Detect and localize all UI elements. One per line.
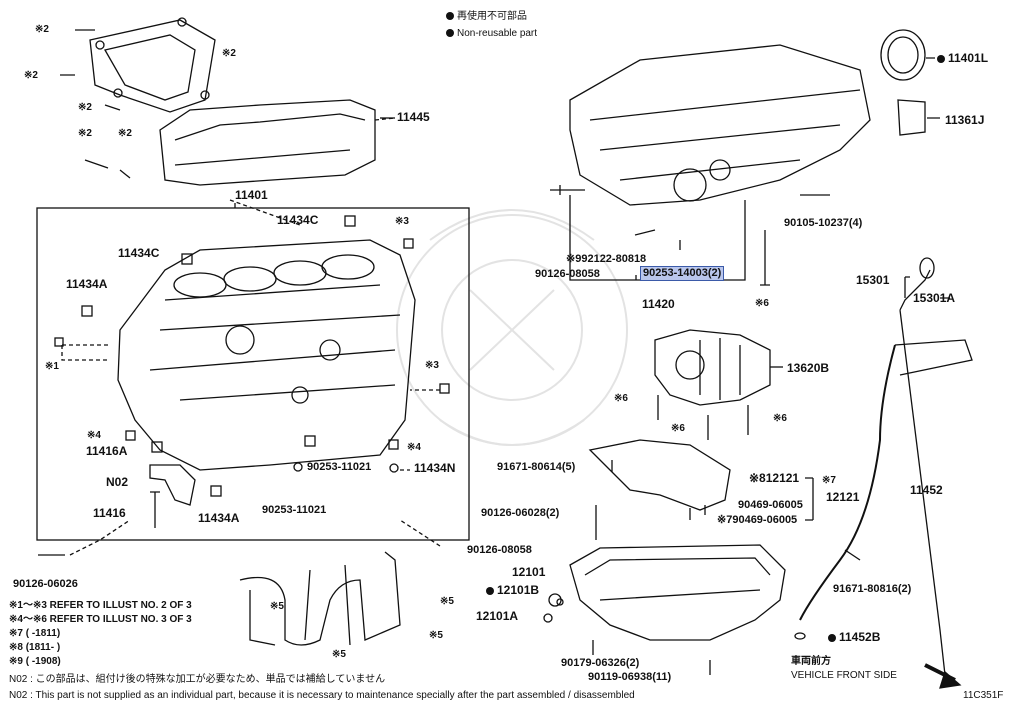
watermark-emblem <box>396 209 628 446</box>
non-reusable-dot-icon <box>828 634 836 642</box>
oil-tube-assembly <box>239 551 401 646</box>
part-label[interactable]: 11416A <box>86 444 128 458</box>
ref-mark: ※4 <box>407 442 421 453</box>
ref-mark: ※2 <box>78 102 92 113</box>
part-label[interactable]: ※812121 <box>749 471 800 485</box>
non-reusable-dot-icon <box>486 587 494 595</box>
ref-mark: ※3 <box>425 360 439 371</box>
ref-note: ※1～※3 REFER TO ILLUST NO. 2 OF 3 <box>9 600 192 611</box>
part-label[interactable]: 11401 <box>235 188 268 202</box>
dipstick-guide <box>799 344 896 621</box>
ref-mark: ※2 <box>118 128 132 139</box>
direction-jp: 車両前方 <box>791 656 831 667</box>
gasket-cover <box>89 19 216 113</box>
ref-mark: ※4 <box>87 430 101 441</box>
ref-mark: ※2 <box>78 128 92 139</box>
footnote-jp: N02 : この部品は、組付け後の特殊な加工が必要なため、単品では補給していませ… <box>9 674 386 685</box>
part-label[interactable]: 90126-06026 <box>13 578 78 590</box>
part-label[interactable]: 11361J <box>945 113 985 127</box>
illustration-code: 11C351F <box>963 690 1004 701</box>
ref-mark: ※5 <box>429 630 443 641</box>
ref-mark: ※1 <box>45 361 59 372</box>
ref-mark: ※3 <box>395 216 409 227</box>
ref-note: ※7 ( -1811) <box>9 628 61 639</box>
ref-mark: ※2 <box>35 24 49 35</box>
oil-seal <box>880 29 926 81</box>
ref-mark: ※5 <box>270 601 284 612</box>
part-label[interactable]: 15301A <box>913 291 956 305</box>
water-jacket-spacer <box>159 99 376 186</box>
part-label[interactable]: 90179-06326(2) <box>561 657 640 669</box>
ref-note: ※4～※6 REFER TO ILLUST NO. 3 OF 3 <box>9 614 192 625</box>
part-label[interactable]: 12121 <box>826 490 860 504</box>
n02-bracket <box>149 464 196 506</box>
part-label-group[interactable]: 11452B <box>828 630 880 644</box>
ref-mark: ※2 <box>222 48 236 59</box>
legend-en: Non-reusable part <box>446 28 537 40</box>
part-label[interactable]: 12101A <box>476 609 519 623</box>
ref-mark: ※6 <box>614 393 628 404</box>
non-reusable-dot-icon <box>446 29 454 37</box>
ref-note: ※9 ( -1908) <box>9 656 61 667</box>
part-label[interactable]: 11445 <box>397 110 430 124</box>
part-label[interactable]: 15301 <box>856 273 890 287</box>
ref-mark: ※6 <box>773 413 787 424</box>
part-label[interactable]: 90126-06028(2) <box>481 507 560 519</box>
part-label[interactable]: 13620B <box>787 361 830 375</box>
part-label[interactable]: 11452B <box>839 630 881 644</box>
ref-mark: ※7 <box>822 475 836 486</box>
part-label-highlighted[interactable]: 90253-14003(2) <box>640 266 725 281</box>
legend-jp-text: 再使用不可部品 <box>457 11 527 22</box>
non-reusable-dot-icon <box>446 12 454 20</box>
part-label[interactable]: 12101B <box>497 583 540 597</box>
part-label[interactable]: 11420 <box>642 297 675 311</box>
part-label[interactable]: 91671-80614(5) <box>497 461 576 473</box>
direction-en: VEHICLE FRONT SIDE <box>791 670 897 681</box>
part-label[interactable]: 90105-10237(4) <box>784 217 863 229</box>
non-reusable-dot-icon <box>937 55 945 63</box>
ref-mark: ※5 <box>440 596 454 607</box>
part-label[interactable]: 90253-11021 <box>307 461 372 473</box>
block-frame <box>36 207 470 541</box>
cylinder-block <box>117 239 416 471</box>
ref-mark: ※2 <box>24 70 38 81</box>
part-label[interactable]: 11434A <box>66 277 108 291</box>
ladder-frame <box>569 44 871 206</box>
part-label[interactable]: 90126-08058 <box>467 544 532 556</box>
part-label[interactable]: ※992122-80818 <box>566 253 647 265</box>
ref-mark: ※6 <box>755 298 769 309</box>
part-label[interactable]: 90253-11021 <box>262 504 327 516</box>
footnote-en: N02 : This part is not supplied as an in… <box>9 690 635 701</box>
oil-pump <box>654 329 771 406</box>
part-label[interactable]: 11434C <box>277 213 319 227</box>
dipstick <box>899 269 946 676</box>
ref-mark: ※5 <box>332 649 346 660</box>
part-label[interactable]: 11401L <box>948 51 989 65</box>
part-label[interactable]: 12101 <box>512 565 546 579</box>
part-label-group[interactable]: 11401L <box>937 51 988 65</box>
part-label[interactable]: 11452 <box>910 483 943 497</box>
legend-jp: 再使用不可部品 <box>446 11 527 23</box>
part-label[interactable]: 11434C <box>118 246 160 260</box>
part-label[interactable]: ※790469-06005 <box>717 514 798 526</box>
baffle-plate <box>588 439 731 511</box>
ref-note: ※8 (1811- ) <box>9 642 61 653</box>
part-label[interactable]: 90469-06005 <box>738 499 803 511</box>
part-label[interactable]: 91671-80816(2) <box>833 583 912 595</box>
cover-plate <box>897 99 926 136</box>
part-label-group[interactable]: 12101B <box>486 583 539 597</box>
legend-en-text: Non-reusable part <box>457 28 538 39</box>
part-label[interactable]: N02 <box>106 475 129 489</box>
oil-pan <box>569 544 786 641</box>
part-label[interactable]: 11434N <box>414 461 456 475</box>
part-label[interactable]: 11434A <box>198 511 240 525</box>
ref-mark: ※6 <box>671 423 685 434</box>
part-label[interactable]: 90119-06938(11) <box>588 671 672 683</box>
part-label[interactable]: 11416 <box>93 506 126 520</box>
part-label[interactable]: 90126-08058 <box>535 268 600 280</box>
